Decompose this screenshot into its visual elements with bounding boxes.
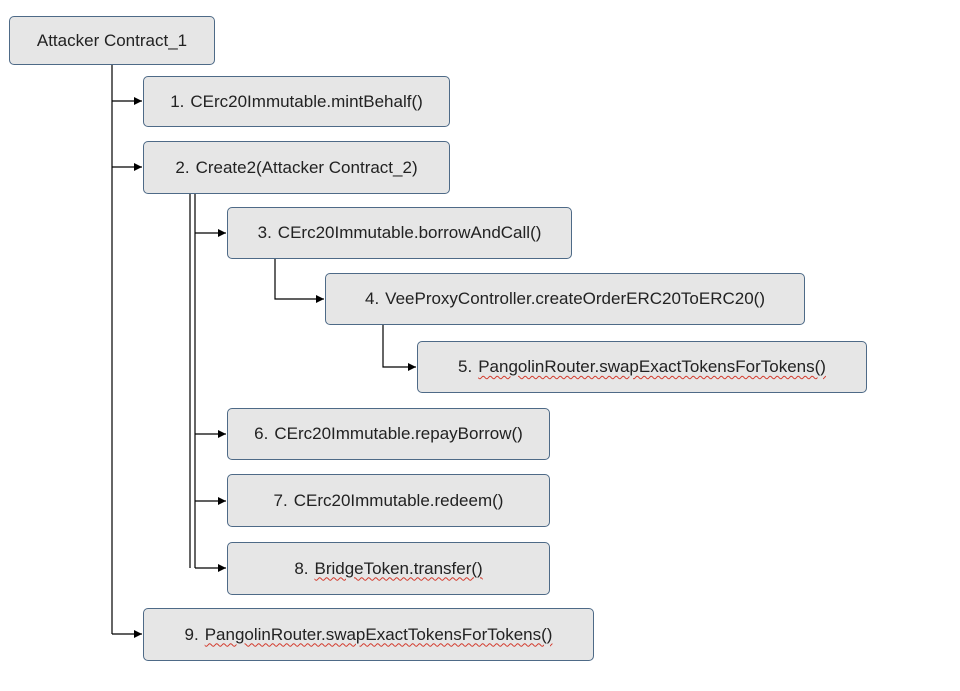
- step-6-box: 6. CErc20Immutable.repayBorrow(): [227, 408, 550, 460]
- step-2-box: 2. Create2(Attacker Contract_2): [143, 141, 450, 194]
- step-5-box: 5. PangolinRouter.swapExactTokensForToke…: [417, 341, 867, 393]
- step-9-label: PangolinRouter.swapExactTokensForTokens(…: [204, 624, 553, 644]
- step-8-number: 8.: [294, 558, 309, 578]
- step-7-box: 7. CErc20Immutable.redeem(): [227, 474, 550, 527]
- step-5-label: PangolinRouter.swapExactTokensForTokens(…: [478, 357, 826, 376]
- step-1-label: CErc20Immutable.mintBehalf(): [190, 91, 423, 111]
- step-8-label: BridgeToken.transfer(): [314, 558, 483, 578]
- step-6-number: 6.: [254, 424, 269, 443]
- step-4-label: VeeProxyController.createOrderERC20ToERC…: [385, 289, 765, 308]
- step-7-number: 7.: [273, 490, 288, 510]
- attacker-contract-1-box: Attacker Contract_1: [9, 16, 215, 65]
- step-3-number: 3.: [257, 223, 272, 242]
- step-1-number: 1.: [170, 91, 185, 111]
- step-3-label: CErc20Immutable.borrowAndCall(): [277, 223, 542, 242]
- step-7-label: CErc20Immutable.redeem(): [293, 490, 504, 510]
- step-4-number: 4.: [364, 289, 380, 308]
- step-8-box: 8. BridgeToken.transfer(): [227, 542, 550, 595]
- step-5-number: 5.: [458, 357, 473, 376]
- step-9-number: 9.: [184, 624, 199, 644]
- step-1-box: 1. CErc20Immutable.mintBehalf(): [143, 76, 450, 127]
- step-3-box: 3. CErc20Immutable.borrowAndCall(): [227, 207, 572, 259]
- arrow-to-step-4: [274, 259, 324, 303]
- step-9-box: 9. PangolinRouter.swapExactTokensForToke…: [143, 608, 594, 661]
- step-4-box: 4. VeeProxyController.createOrderERC20To…: [325, 273, 805, 325]
- step-2-label: Create2(Attacker Contract_2): [195, 157, 418, 177]
- arrow-to-step-5: [382, 325, 416, 371]
- attacker-contract-1-label: Attacker Contract_1: [36, 30, 188, 50]
- step-2-number: 2.: [175, 157, 190, 177]
- step-6-label: CErc20Immutable.repayBorrow(): [274, 424, 523, 443]
